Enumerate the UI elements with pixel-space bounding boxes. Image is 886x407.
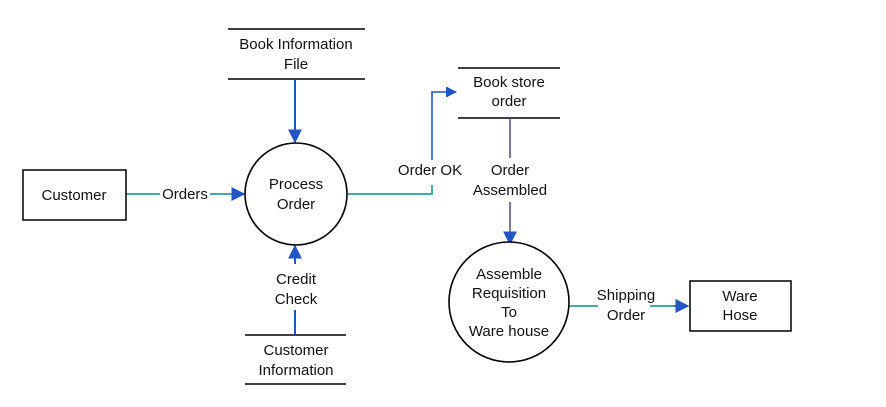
- datastore-book-information-file: Book Information File: [228, 28, 365, 80]
- process-order-label-line1: Process: [269, 176, 323, 193]
- customer-info-label-line1: Customer: [263, 342, 328, 359]
- entity-customer-label: Customer: [41, 187, 106, 204]
- order-ok-flow-line: [348, 185, 433, 195]
- flow-label-order-assembled-line2: Assembled: [473, 182, 547, 199]
- entity-customer: Customer: [22, 169, 127, 221]
- book-store-order-label-line1: Book store: [473, 74, 545, 91]
- flow-label-credit-check-line1: Credit: [276, 271, 317, 288]
- entity-warehouse-label-line1: Ware: [722, 288, 757, 305]
- process-order-label-line2: Order: [277, 196, 315, 213]
- book-store-order-label-line2: order: [491, 93, 526, 110]
- datastore-book-store-order: Book store order: [458, 67, 560, 119]
- datastore-customer-information: Customer Information: [245, 334, 346, 385]
- process-order: Process Order: [244, 142, 348, 246]
- customer-info-label-line2: Information: [258, 362, 333, 379]
- process-assemble-requisition: Assemble Requisition To Ware house: [448, 241, 570, 363]
- order-ok-arrow: [431, 86, 458, 160]
- flow-label-order-ok: Order OK: [398, 162, 462, 179]
- assemble-label-line4: Ware house: [469, 323, 549, 340]
- assemble-label-line3: To: [501, 304, 517, 321]
- flow-label-order-assembled-line1: Order: [491, 162, 529, 179]
- book-info-label-line1: Book Information: [239, 36, 352, 53]
- flow-label-shipping-order-line2: Order: [607, 307, 645, 324]
- book-info-label-line2: File: [284, 56, 308, 73]
- flow-label-credit-check-line2: Check: [275, 291, 318, 308]
- entity-warehouse-label-line2: Hose: [722, 307, 757, 324]
- entity-warehouse: Ware Hose: [689, 280, 792, 332]
- assemble-label-line2: Requisition: [472, 285, 546, 302]
- flow-label-orders: Orders: [162, 186, 208, 203]
- flow-label-shipping-order-line1: Shipping: [597, 287, 655, 304]
- assemble-label-line1: Assemble: [476, 266, 542, 283]
